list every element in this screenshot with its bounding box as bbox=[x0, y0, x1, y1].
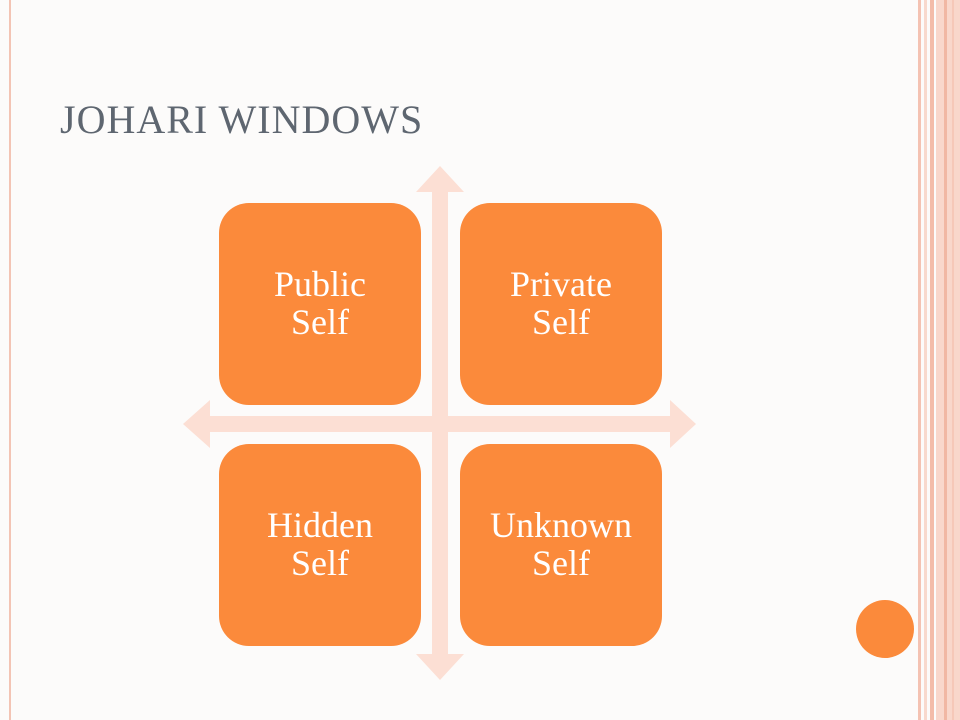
up-arrowhead bbox=[416, 166, 464, 192]
decorative-orange-circle bbox=[856, 600, 914, 658]
unknown-self-box: Unknown Self bbox=[460, 444, 662, 646]
private-self-box: Private Self bbox=[460, 203, 662, 405]
public-self-box: Public Self bbox=[219, 203, 421, 405]
down-arrowhead bbox=[416, 654, 464, 680]
quadrant-label-line2: Self bbox=[290, 543, 349, 583]
quadrant-label-line1: Hidden bbox=[267, 505, 373, 546]
right-arrowhead bbox=[670, 400, 696, 448]
quadrant-label-line1: Private bbox=[510, 264, 612, 305]
quadrant-label-line1: Unknown bbox=[490, 505, 632, 546]
left-arrowhead bbox=[183, 400, 210, 448]
horizontal-axis-shaft bbox=[208, 416, 672, 432]
quadrant-label-line2: Self bbox=[532, 543, 590, 583]
quadrant-label-line1: Public bbox=[273, 264, 366, 305]
quadrant-label-line2: Self bbox=[290, 302, 349, 342]
hidden-self-box: Hidden Self bbox=[219, 444, 421, 646]
quadrant-label-line2: Self bbox=[531, 302, 590, 342]
left-border-line bbox=[9, 0, 11, 720]
slide-title: JOHARI WINDOWS bbox=[60, 97, 424, 142]
